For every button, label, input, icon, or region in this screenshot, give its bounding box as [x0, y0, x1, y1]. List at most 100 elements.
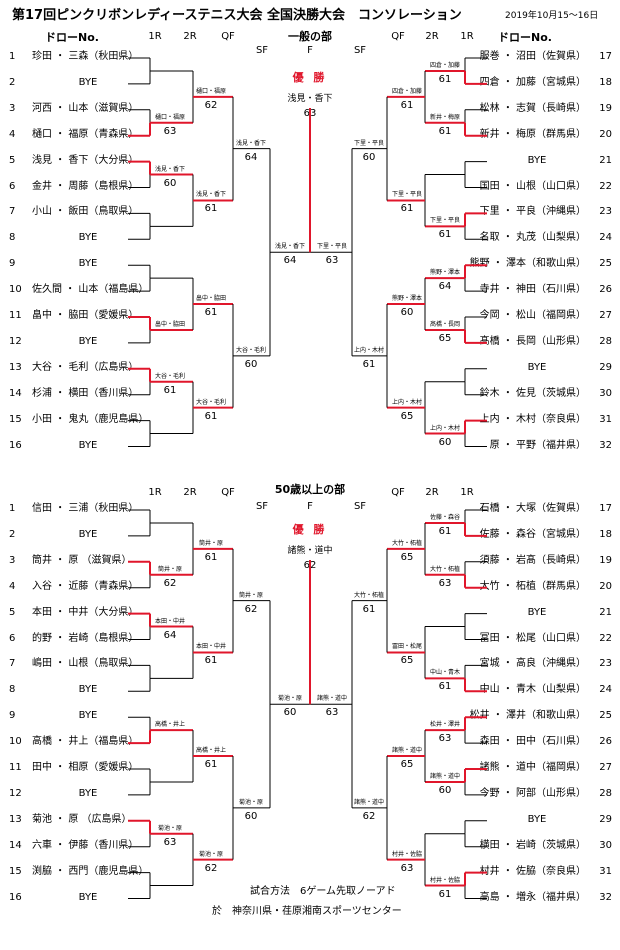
draw-number: 3 [9, 102, 16, 114]
player-name-right: 原 ・ 平野（福井県） [489, 439, 586, 451]
player-name-left: 入谷 ・ 近藤（青森県） [32, 580, 139, 592]
r1-score: 60 [438, 784, 452, 796]
qf-score: 61 [362, 358, 376, 370]
r1-score: 60 [163, 177, 177, 189]
r2-score: 61 [204, 410, 218, 422]
r1-winner-label: 高橋・井上 [154, 721, 186, 729]
round-header-1r-right: 1R [460, 487, 474, 498]
player-name-left: BYE [78, 891, 98, 903]
player-name-left: 金井 ・ 周藤（島根県） [32, 180, 139, 192]
champion-name: 諸熊・道中 [287, 546, 333, 556]
round-header-2r-left: 2R [183, 487, 197, 498]
r1-score: 63 [438, 577, 452, 589]
r2-score: 61 [204, 759, 218, 771]
r1-score: 61 [438, 525, 452, 537]
r2-winner-label: 村井・佐脇 [391, 850, 423, 858]
player-name-right: 佐藤 ・ 森谷（宮城県） [479, 528, 586, 540]
r1-winner-label: 筒井・原 [157, 565, 183, 573]
draw-number: 22 [599, 180, 612, 192]
r1-score: 60 [438, 436, 452, 448]
r2-winner-label: 上内・木村 [391, 398, 423, 406]
r2-winner-label: 浅見・香下 [195, 191, 227, 199]
player-name-left: BYE [78, 76, 98, 88]
player-name-right: 名取 ・ 丸茂（山梨県） [479, 232, 586, 244]
player-name-right: 熊野 ・ 澤本（和歌山県） [469, 258, 586, 270]
r1-winner-label: 浅見・香下 [154, 165, 186, 173]
draw-number: 8 [9, 684, 16, 696]
player-name-left: BYE [78, 787, 98, 799]
sf-winner-label: 菊池・原 [277, 695, 303, 703]
player-name-right: 今野 ・ 阿部（山形県） [479, 787, 586, 799]
r1-score: 61 [163, 384, 177, 396]
r2-winner-label: 畠中・脇田 [195, 295, 227, 303]
qf-winner-label: 下里・平良 [353, 139, 385, 147]
player-name-left: 菊池 ・ 原 （広島県） [32, 813, 132, 825]
player-name-right: 諸熊 ・ 道中（福岡県） [479, 762, 586, 773]
r1-winner-label: 菊池・原 [157, 824, 183, 832]
player-name-left: 杉浦 ・ 横田（香川県） [32, 387, 139, 399]
draw-number: 17 [599, 51, 612, 62]
player-name-left: 樋口 ・ 福原（青森県） [32, 128, 139, 140]
draw-number: 25 [599, 258, 612, 270]
player-name-right: BYE [527, 606, 547, 618]
round-header-f: F [307, 45, 313, 56]
draw-number: 1 [9, 51, 16, 62]
draw-number: 28 [599, 787, 612, 799]
draw-no-header-left: ドローNo. [45, 31, 99, 44]
player-name-left: 本田 ・ 中井（大分県） [32, 606, 139, 618]
r1-score: 61 [438, 73, 452, 85]
r1-winner-label: 四倉・加藤 [429, 61, 461, 69]
player-name-left: 六車 ・ 伊藤（香川県） [32, 839, 139, 851]
player-name-left: 珍田 ・ 三森（秋田県） [32, 51, 139, 62]
r1-score: 64 [438, 281, 452, 293]
draw-number: 18 [599, 528, 612, 540]
player-name-right: 服巻 ・ 沼田（佐賀県） [479, 51, 586, 62]
sf-score: 64 [283, 255, 297, 267]
draw-number: 29 [599, 361, 612, 373]
draw-number: 27 [599, 762, 612, 773]
draw-number: 31 [599, 413, 612, 425]
player-name-left: 小田 ・ 鬼丸（鹿児島県） [32, 413, 149, 425]
qf-score: 64 [244, 151, 258, 163]
sf-score: 60 [283, 707, 297, 719]
r2-winner-label: 諸熊・道中 [391, 747, 423, 755]
player-name-right: 上内 ・ 木村（奈良県） [479, 413, 586, 425]
draw-number: 29 [599, 813, 612, 825]
r1-winner-label: 大竹・柘植 [429, 565, 461, 573]
section-title: 50歳以上の部 [274, 483, 346, 496]
r1-winner-label: 佐藤・森谷 [429, 513, 461, 521]
player-name-right: BYE [527, 361, 547, 373]
draw-number: 26 [599, 284, 612, 296]
r2-score: 65 [400, 759, 414, 771]
player-name-right: 中山 ・ 青木（山梨県） [479, 684, 586, 696]
player-name-left: BYE [78, 232, 98, 244]
round-header-f: F [307, 501, 313, 512]
draw-number: 4 [9, 128, 16, 140]
qf-winner-label: 上内・木村 [353, 346, 385, 354]
draw-number: 27 [599, 310, 612, 321]
round-header-sf-left: SF [255, 501, 269, 512]
round-header-1r-left: 1R [148, 31, 162, 42]
r2-score: 61 [400, 99, 414, 111]
player-name-left: 渕脇 ・ 西門（鹿児島県） [32, 865, 149, 877]
player-name-left: 佐久間 ・ 山本（福島県） [32, 284, 149, 296]
draw-number: 14 [9, 839, 22, 851]
player-name-right: BYE [527, 813, 547, 825]
qf-score: 60 [362, 151, 376, 163]
r2-winner-label: 本田・中井 [195, 643, 227, 651]
draw-number: 2 [9, 528, 16, 540]
draw-number: 32 [599, 439, 612, 451]
player-name-right: 鈴木 ・ 佐見（茨城県） [479, 387, 586, 399]
champion-name: 浅見・香下 [287, 94, 333, 104]
r1-score: 63 [163, 125, 177, 137]
qf-winner-label: 浅見・香下 [235, 139, 267, 147]
player-name-right: 寺井 ・ 神田（石川県） [479, 284, 586, 296]
player-name-right: 国田 ・ 山根（山口県） [479, 180, 586, 192]
player-name-left: BYE [78, 258, 98, 270]
qf-score: 60 [244, 810, 258, 822]
draw-number: 24 [599, 684, 612, 696]
draw-number: 23 [599, 206, 612, 218]
round-header-qf-left: QF [221, 31, 235, 42]
qf-winner-label: 諸熊・道中 [353, 798, 385, 806]
